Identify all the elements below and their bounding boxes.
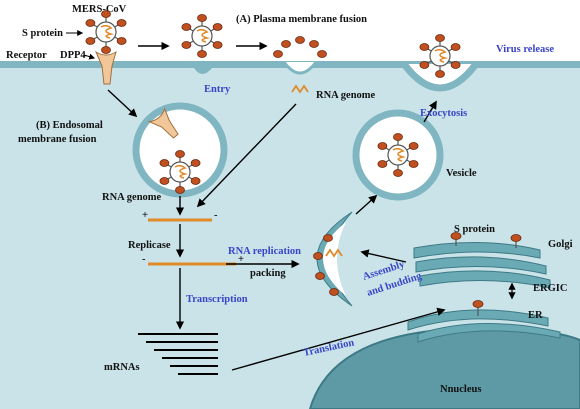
virion-fusing <box>181 13 223 59</box>
dpp4-receptor <box>94 50 117 85</box>
arrow-endocytosis <box>107 89 138 118</box>
transcription-label: Transcription <box>186 294 248 305</box>
minus-sign-1: - <box>214 210 218 221</box>
plus-sign-2: + <box>238 254 244 265</box>
membrane-bud-entry <box>194 68 212 74</box>
receptor-label: Receptor <box>6 50 47 61</box>
arrow-golgi-to-assembly <box>360 249 407 263</box>
virion-incoming <box>85 9 127 55</box>
plus-sign-1: + <box>142 210 148 221</box>
arrow-to-vesicle <box>355 194 378 215</box>
s-protein-top-label: S protein <box>22 28 63 39</box>
golgi-apparatus <box>413 242 551 289</box>
endosome <box>132 102 228 198</box>
packing-label: packing <box>250 268 286 279</box>
rna-replication-label: RNA replication <box>228 246 301 257</box>
arrow-rna-to-replicase <box>196 103 297 208</box>
exocytosis-label: Exocytosis <box>420 108 467 119</box>
fusion-pit <box>282 61 318 75</box>
golgi-spikes <box>450 232 522 316</box>
rna-released <box>291 84 309 94</box>
mrnas-label: mRNAs <box>104 362 140 373</box>
virus-name-label: MERS-CoV <box>72 4 127 15</box>
endosomal-fusion-label-1: (B) Endosomal <box>36 120 103 131</box>
minus-sign-2: - <box>142 254 146 265</box>
replicase-label: Replicase <box>128 240 171 251</box>
golgi-label: Golgi <box>548 239 573 250</box>
dpp4-receptor-endosome <box>147 107 179 139</box>
fusion-spikes <box>273 36 327 58</box>
rna-genome-right-label: RNA genome <box>316 90 376 101</box>
arrow-exocytosis <box>423 100 437 123</box>
receptor-pointer <box>83 53 96 60</box>
assembly-rna <box>325 248 343 258</box>
plasma-fusion-label: (A) Plasma membrane fusion <box>236 14 367 25</box>
rna-genome-left-label: RNA genome <box>102 192 162 203</box>
ergic-label: ERGIC <box>533 283 567 294</box>
mrna-stack <box>138 333 218 375</box>
arrow-translation <box>231 307 446 371</box>
virus-release-label: Virus release <box>496 44 554 55</box>
endosomal-fusion-label-2: membrane fusion <box>18 134 97 145</box>
entry-label: Entry <box>204 84 231 95</box>
nucleus-label: Nnucleus <box>440 384 481 395</box>
er-label: ER <box>528 310 543 321</box>
vesicle-label: Vesicle <box>446 168 477 179</box>
s-protein-golgi-label: S protein <box>454 224 495 235</box>
er-sheet-2 <box>417 322 561 343</box>
dpp4-label: DPP4 <box>60 50 86 61</box>
assembly-spikes <box>313 234 339 296</box>
